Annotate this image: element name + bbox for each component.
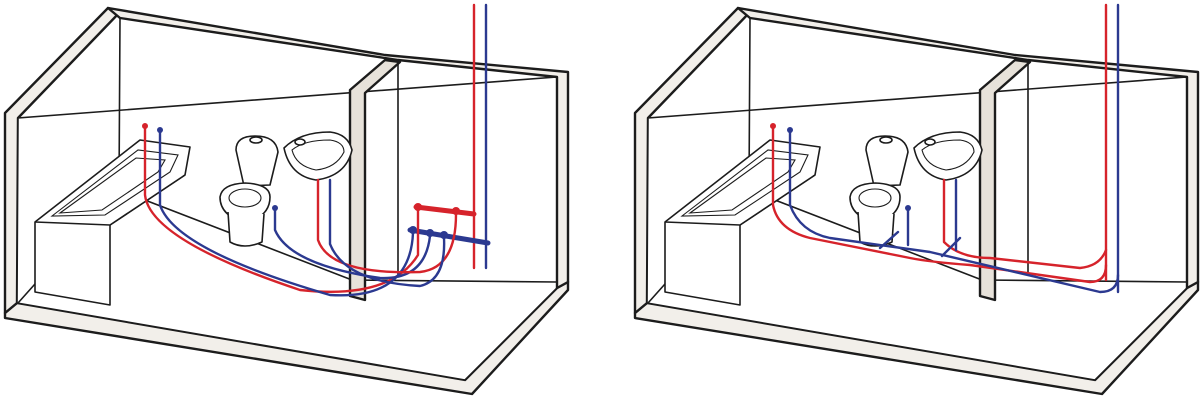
hot-branch-washbasin	[316, 178, 458, 274]
hot-outlet	[770, 123, 776, 129]
cold-valve	[440, 231, 448, 239]
hot-loop	[771, 124, 1108, 284]
cold-branch-toilet	[273, 206, 432, 280]
cross-connector	[878, 230, 900, 250]
cold-manifold	[407, 227, 491, 246]
cross-connector	[940, 236, 962, 258]
cold-valve	[426, 229, 434, 237]
hot-manifold	[413, 204, 477, 217]
panel-manifold	[3, 3, 570, 396]
cold-outlet	[787, 127, 793, 133]
panel-loop	[633, 3, 1200, 396]
cold-loop	[788, 128, 1120, 294]
hot-outlet	[142, 123, 148, 129]
hot-valve	[452, 207, 460, 215]
hot-valve	[414, 203, 422, 211]
cold-branch-washbasin	[328, 178, 446, 288]
cold-outlet	[272, 205, 278, 211]
cold-outlet	[157, 127, 163, 133]
cold-outlet	[905, 205, 911, 211]
cold-valve	[409, 226, 417, 234]
